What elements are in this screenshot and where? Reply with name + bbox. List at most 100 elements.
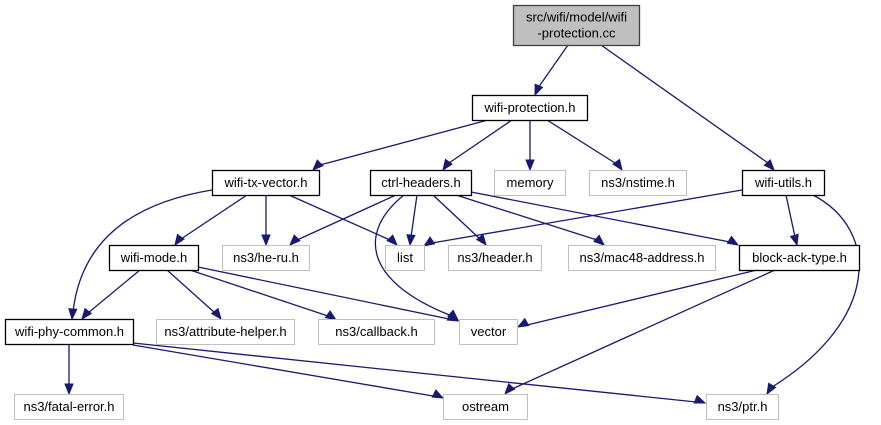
edge-wifi-phy-common-h-to-ostream bbox=[132, 344, 445, 399]
edge-wifi-protection-h-to-wifi-tx-vector-h bbox=[312, 119, 489, 171]
node-box bbox=[706, 394, 779, 420]
arrowhead-icon bbox=[324, 310, 338, 321]
edge-line bbox=[600, 44, 769, 164]
node-label: list bbox=[397, 250, 413, 265]
arrowhead-icon bbox=[312, 159, 324, 171]
node-ns3-header-h: ns3/header.h bbox=[448, 245, 542, 271]
edge-block-ack-type-h-to-ostream bbox=[504, 269, 776, 396]
edge-line bbox=[166, 269, 216, 314]
edge-wifi-tx-vector-h-to-wifi-phy-common-h bbox=[68, 189, 213, 321]
edge-line bbox=[197, 266, 450, 320]
edge-root-to-wifi-protection-h bbox=[534, 44, 569, 97]
node-ostream: ostream bbox=[443, 394, 528, 420]
node-wifi-phy-common-h[interactable]: wifi-phy-common.h bbox=[4, 318, 135, 346]
node-root[interactable]: src/wifi/model/wifi-protection.cc bbox=[512, 4, 641, 47]
edge-root-to-wifi-utils-h bbox=[600, 44, 775, 172]
edge-line bbox=[771, 194, 860, 388]
node-wifi-tx-vector-h[interactable]: wifi-tx-vector.h bbox=[211, 169, 321, 197]
edge-line bbox=[87, 269, 141, 314]
edge-line bbox=[288, 194, 391, 241]
edge-ctrl-headers-h-to-list bbox=[406, 194, 418, 247]
arrowhead-icon bbox=[763, 159, 775, 172]
arrowhead-icon bbox=[174, 233, 185, 247]
arrowhead-icon bbox=[693, 394, 707, 404]
node-wifi-mode-h[interactable]: wifi-mode.h bbox=[108, 244, 200, 272]
edge-wifi-utils-h-to-ns3-ptr-h bbox=[766, 194, 860, 396]
node-label: vector bbox=[471, 324, 507, 339]
node-block-ack-type-h[interactable]: block-ack-type.h bbox=[738, 244, 861, 272]
node-label: src/wifi/model/wifi bbox=[526, 10, 627, 25]
arrowhead-icon bbox=[422, 236, 436, 247]
arrowhead-icon bbox=[431, 389, 445, 399]
arrowhead-icon bbox=[68, 308, 78, 321]
edge-wifi-protection-h-to-ctrl-headers-h bbox=[442, 119, 513, 172]
node-ctrl-headers-h[interactable]: ctrl-headers.h bbox=[369, 169, 473, 197]
node-box bbox=[156, 319, 295, 345]
node-box bbox=[471, 94, 589, 122]
node-label: ns3/mac48-address.h bbox=[579, 250, 704, 265]
arrowhead-icon bbox=[442, 158, 453, 172]
edge-wifi-tx-vector-h-to-ns3-he-ru-h bbox=[261, 195, 271, 247]
edge-line bbox=[526, 269, 758, 326]
node-ns3-mac48-address-h: ns3/mac48-address.h bbox=[568, 245, 716, 271]
node-wifi-protection-h[interactable]: wifi-protection.h bbox=[471, 94, 589, 122]
node-label: wifi-tx-vector.h bbox=[223, 175, 307, 190]
edge-line bbox=[410, 194, 418, 238]
node-box bbox=[211, 169, 321, 197]
arrowhead-icon bbox=[789, 233, 799, 247]
arrowhead-icon bbox=[289, 234, 301, 246]
arrowhead-icon bbox=[406, 234, 416, 247]
edge-line bbox=[132, 342, 697, 403]
edge-wifi-utils-h-to-list bbox=[422, 189, 743, 247]
edge-wifi-mode-h-to-ns3-callback-h bbox=[189, 269, 338, 321]
node-box bbox=[494, 170, 566, 196]
edges-layer bbox=[64, 44, 860, 404]
edge-wifi-mode-h-to-ns3-attribute-helper-h bbox=[166, 269, 222, 321]
node-wifi-utils-h[interactable]: wifi-utils.h bbox=[741, 169, 826, 197]
node-box bbox=[738, 244, 861, 272]
node-box bbox=[4, 318, 135, 346]
node-label: ostream bbox=[462, 399, 509, 414]
node-box bbox=[14, 394, 124, 420]
arrowhead-icon bbox=[64, 383, 74, 396]
node-label: ns3/header.h bbox=[457, 250, 532, 265]
node-box bbox=[512, 4, 641, 47]
edge-line bbox=[319, 119, 489, 166]
node-box bbox=[385, 245, 425, 271]
arrowhead-icon bbox=[386, 234, 398, 246]
node-label: -protection.cc bbox=[537, 26, 616, 41]
edge-wifi-utils-h-to-block-ack-type-h bbox=[785, 194, 799, 247]
edge-line bbox=[470, 191, 731, 243]
node-box bbox=[459, 319, 518, 345]
edge-ctrl-headers-h-to-ns3-he-ru-h bbox=[289, 194, 397, 246]
node-box bbox=[589, 170, 687, 196]
edge-line bbox=[785, 194, 796, 238]
node-label: ns3/callback.h bbox=[335, 324, 417, 339]
arrowhead-icon bbox=[210, 307, 222, 321]
edge-wifi-tx-vector-h-to-wifi-mode-h bbox=[174, 194, 248, 247]
node-label: ns3/nstime.h bbox=[601, 175, 675, 190]
arrowhead-icon bbox=[593, 234, 606, 246]
node-label: block-ack-type.h bbox=[752, 250, 847, 265]
node-label: ctrl-headers.h bbox=[381, 175, 460, 190]
edge-wifi-mode-h-to-vector bbox=[197, 266, 460, 322]
arrowhead-icon bbox=[766, 382, 777, 396]
node-ns3-fatal-error-h: ns3/fatal-error.h bbox=[14, 394, 124, 420]
node-ns3-attribute-helper-h: ns3/attribute-helper.h bbox=[156, 319, 295, 345]
edge-line bbox=[374, 194, 453, 317]
arrowhead-icon bbox=[534, 83, 544, 97]
node-label: wifi-mode.h bbox=[120, 250, 187, 265]
edge-line bbox=[511, 269, 776, 390]
node-box bbox=[369, 169, 473, 197]
edge-wifi-phy-common-h-to-ns3-ptr-h bbox=[132, 342, 707, 404]
node-list: list bbox=[385, 245, 425, 271]
node-label: memory bbox=[507, 175, 554, 190]
edge-line bbox=[431, 189, 743, 244]
node-box bbox=[568, 245, 716, 271]
node-ns3-callback-h: ns3/callback.h bbox=[318, 319, 435, 345]
node-box bbox=[318, 319, 435, 345]
node-box bbox=[222, 245, 310, 271]
arrowhead-icon bbox=[726, 235, 740, 246]
node-label: wifi-phy-common.h bbox=[14, 324, 124, 339]
